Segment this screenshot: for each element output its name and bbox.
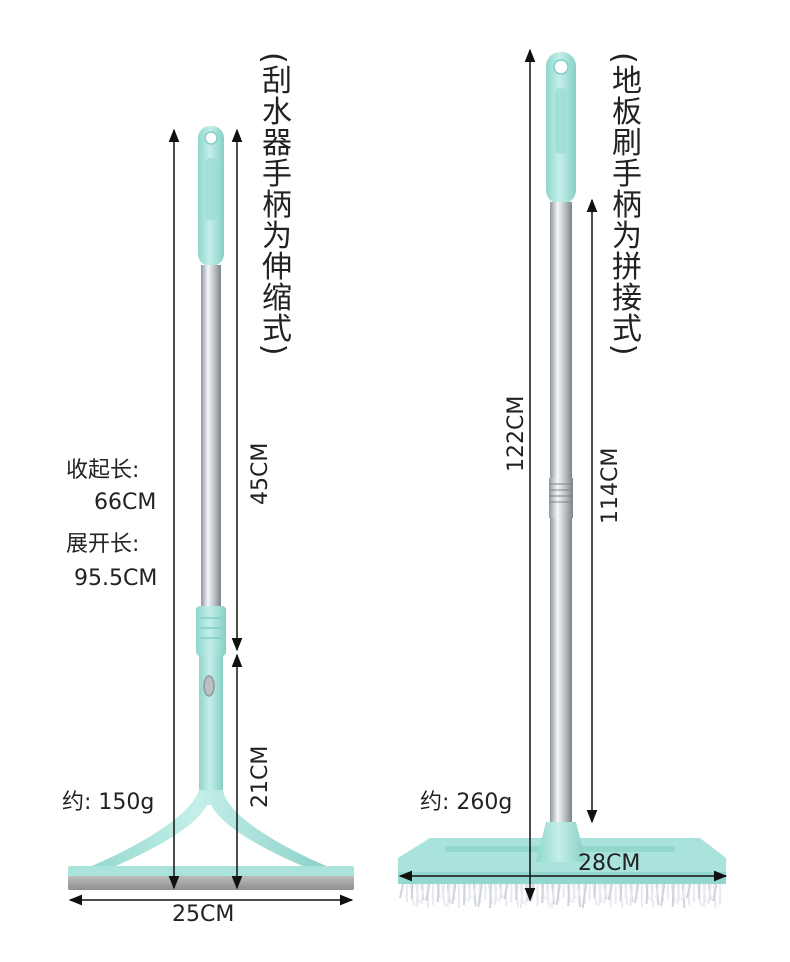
squeegee-fork: [82, 790, 336, 870]
upper-section-length: 45CM: [248, 442, 273, 505]
brush-neck-connector: [536, 822, 586, 862]
brush-handle-note: (地板刷手柄为拼接式): [606, 52, 641, 357]
squeegee-dimension-lines: [68, 128, 354, 906]
splice-joint: [549, 478, 573, 518]
collapsed-length-value: 66CM: [94, 490, 157, 515]
bristle: [489, 879, 492, 909]
bristle: [519, 879, 524, 909]
squeegee-width: 25CM: [172, 902, 235, 927]
brush-handle-length: 114CM: [598, 447, 623, 524]
bristle: [415, 879, 420, 908]
bristle: [581, 879, 588, 909]
hang-hole-icon: [553, 59, 569, 75]
bristle: [702, 879, 707, 908]
bristle: [660, 879, 666, 907]
hang-hole-icon: [204, 131, 218, 145]
squeegee-rubber-blade: [68, 876, 354, 890]
collapsed-length-label: 收起长:: [66, 458, 140, 483]
bristle: [493, 879, 498, 906]
squeegee-handle-note: (刮水器手柄为伸缩式): [256, 52, 291, 357]
bristle-tufts: [399, 879, 722, 909]
bristle: [555, 879, 562, 906]
brush-total-length: 122CM: [504, 395, 529, 472]
brush-weight: 约: 260g: [420, 790, 513, 815]
release-button-icon: [203, 675, 215, 697]
squeegee-blade-holder: [68, 866, 354, 878]
brush-dimension-lines: [398, 48, 728, 902]
bristle: [477, 879, 484, 908]
brush-width: 28CM: [578, 851, 641, 876]
floor-brush: [398, 52, 726, 909]
lower-section-length: 21CM: [248, 745, 273, 808]
squeegee-steel-pole: [201, 265, 221, 610]
telescopic-lock-collar: [196, 606, 226, 656]
bristle: [462, 879, 466, 906]
extended-length-value: 95.5CM: [74, 566, 158, 591]
bristle: [567, 879, 571, 907]
bristle: [629, 879, 635, 907]
squeegee-weight: 约: 150g: [62, 790, 155, 815]
bristle: [550, 879, 556, 909]
bristle: [446, 879, 452, 908]
bristle: [671, 879, 675, 908]
bristle: [598, 879, 603, 907]
extended-length-label: 展开长:: [66, 532, 140, 557]
